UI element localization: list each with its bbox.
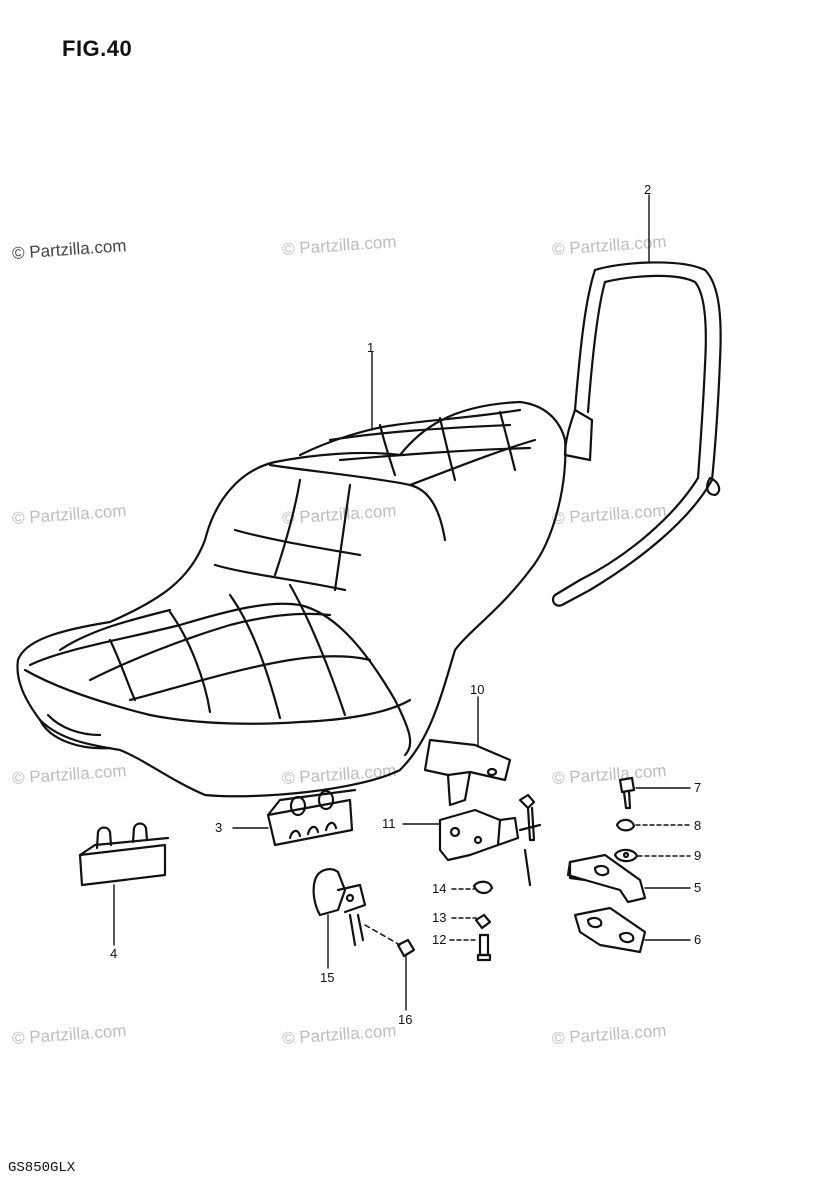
damper-part-4	[78, 822, 170, 887]
damper-part	[266, 788, 357, 847]
screw-part-16	[364, 924, 416, 958]
callout-14: 14	[432, 881, 447, 896]
leader-lines	[113, 194, 691, 1011]
callout-7: 7	[694, 780, 702, 795]
callout-9: 9	[694, 848, 702, 863]
callout-5: 5	[694, 880, 702, 895]
callout-15: 15	[320, 970, 335, 985]
helmet-lock-part	[312, 868, 367, 947]
figure-title: FIG.40	[62, 36, 133, 61]
callout-16: 16	[398, 1012, 413, 1027]
callout-12: 12	[432, 932, 447, 947]
callout-13: 13	[432, 910, 447, 925]
callout-4: 4	[110, 946, 118, 961]
callout-1: 1	[367, 340, 375, 355]
grab-rail-part	[551, 261, 722, 607]
model-code: GS850GLX	[8, 1160, 76, 1176]
bracket-part	[423, 738, 512, 807]
callout-6: 6	[694, 932, 702, 947]
callout-3: 3	[215, 820, 223, 835]
callout-8: 8	[694, 818, 702, 833]
small-hardware-parts	[472, 880, 494, 962]
callout-2: 2	[644, 182, 652, 197]
bracket-part-5-6	[566, 853, 647, 954]
callout-10: 10	[470, 682, 485, 697]
seat-part	[16, 400, 567, 798]
seat-lock-part	[438, 793, 542, 887]
fastener-parts-7-9	[613, 776, 639, 863]
callout-11: 11	[382, 816, 396, 831]
